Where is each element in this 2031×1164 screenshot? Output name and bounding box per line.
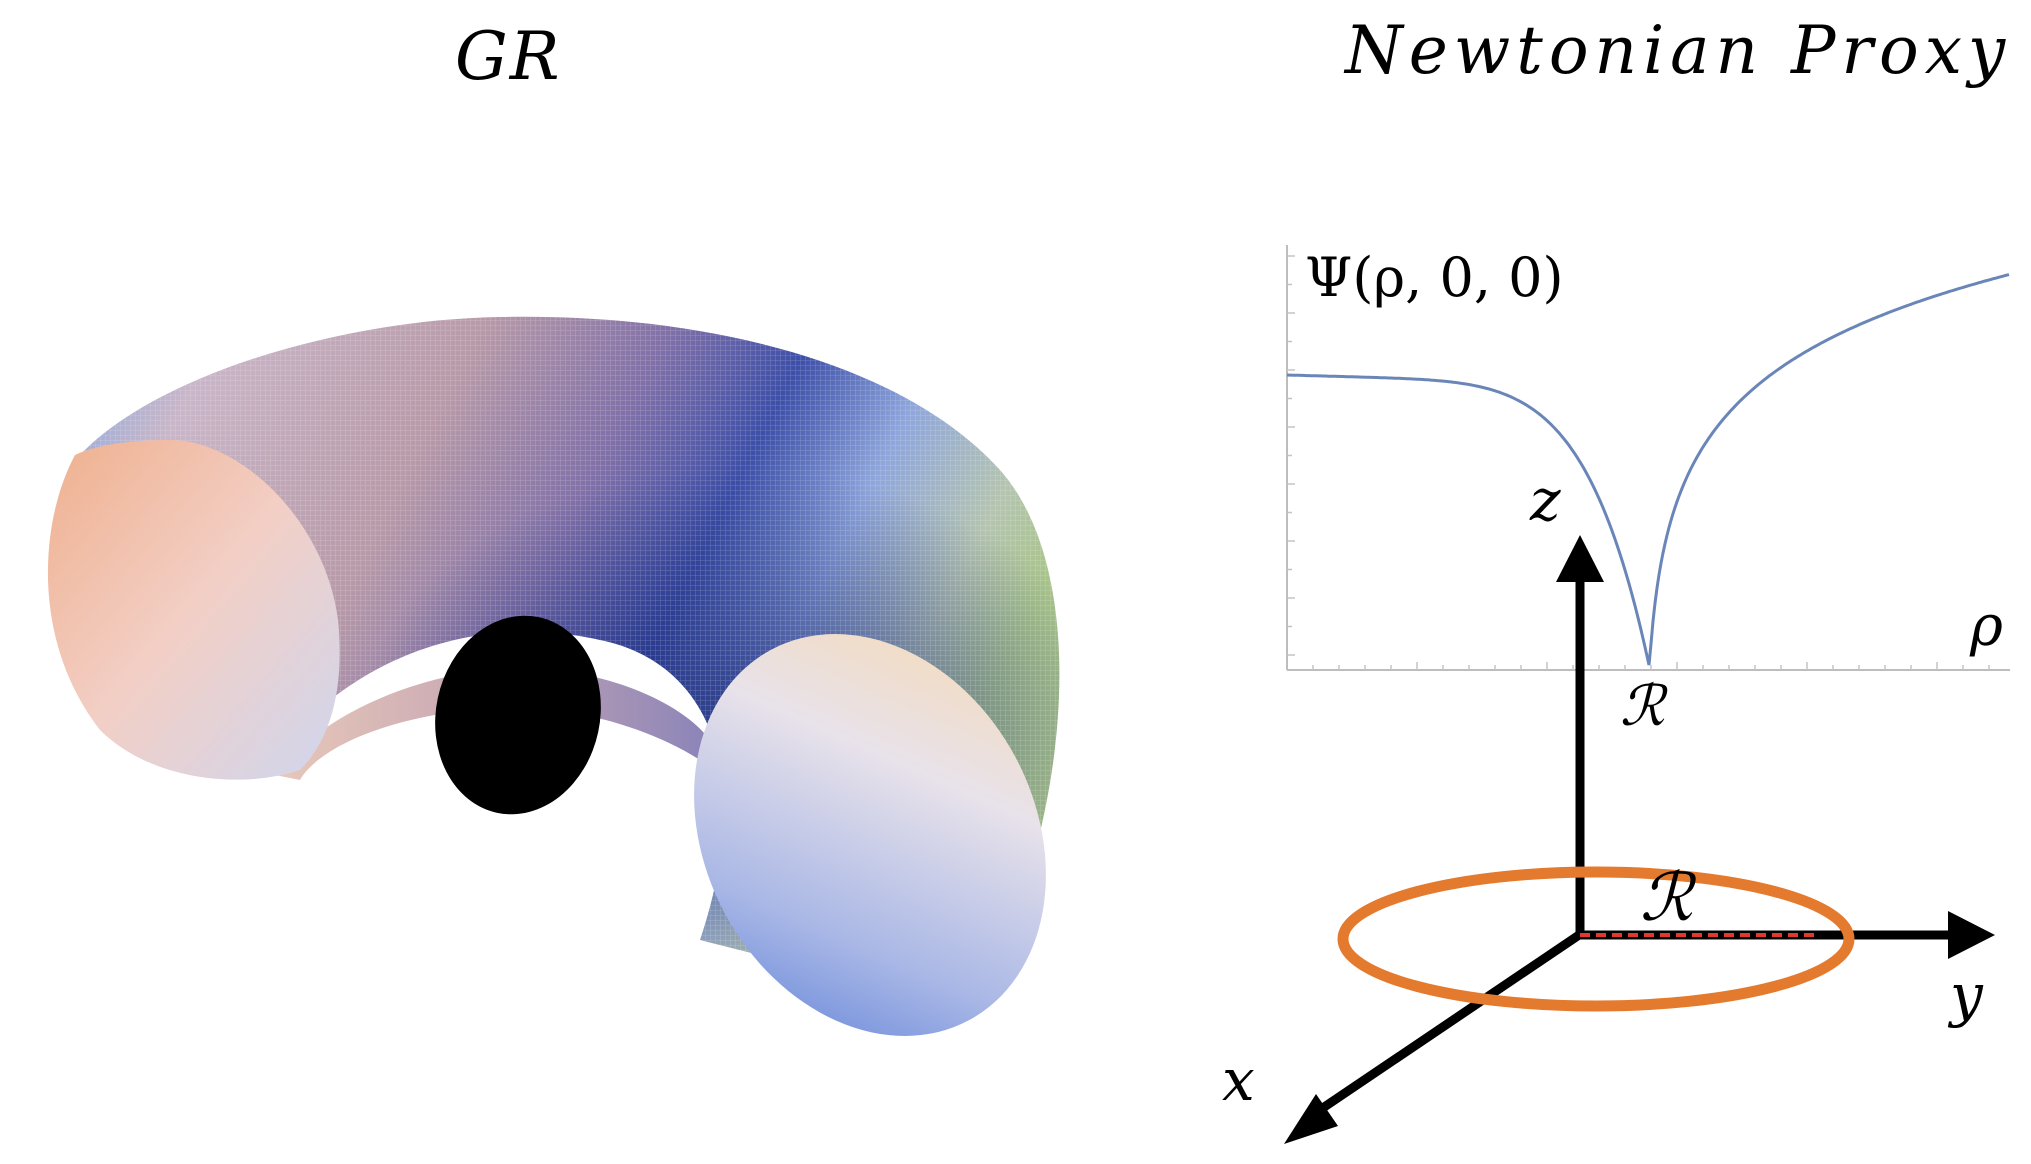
plot-x-axis-label: ρ <box>1969 594 2003 659</box>
z-axis-arrowhead <box>1556 535 1604 582</box>
plot-ring-radius-label: ℛ <box>1620 674 1668 739</box>
newtonian-panel-title: Newtonian Proxy <box>1345 12 2012 89</box>
gr-torus-illustration <box>47 316 1060 1036</box>
torus-left-cross-section <box>47 440 340 780</box>
plot-y-ticks <box>1287 255 1295 656</box>
plot-y-axis-label: Ψ(ρ, 0, 0) <box>1305 246 1564 309</box>
y-axis-label: y <box>1947 961 1984 1029</box>
z-axis-label: z <box>1529 466 1561 534</box>
y-axis-arrowhead <box>1948 911 1995 959</box>
potential-curve <box>1286 273 2010 666</box>
plot-x-ticks <box>1312 662 1990 670</box>
torus-right-cross-section <box>694 634 1046 1036</box>
potential-plot: Ψ(ρ, 0, 0) ρ ℛ <box>1286 245 2010 739</box>
ring-source <box>1337 866 1855 1012</box>
x-axis <box>1302 929 1585 1124</box>
x-axis-arrowhead <box>1284 1094 1338 1144</box>
ring-radius-label: ℛ <box>1640 859 1697 936</box>
x-axis-label: x <box>1222 1046 1255 1114</box>
torus-inner-surface <box>275 668 710 780</box>
gr-panel-title: GR <box>455 18 562 95</box>
black-hole-disk <box>435 615 601 815</box>
ring-axes-diagram: z y x ℛ <box>1222 466 1995 1144</box>
